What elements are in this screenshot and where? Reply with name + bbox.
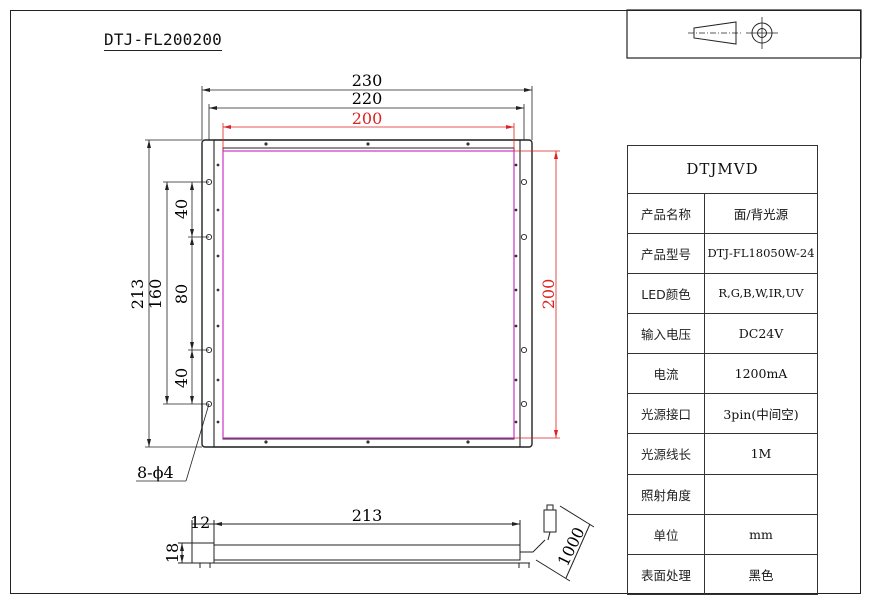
spec-label: 产品型号: [627, 232, 705, 274]
spec-label: 表面处理: [627, 553, 705, 596]
dim-emit-height: 200: [539, 279, 558, 310]
spec-value: [704, 473, 818, 515]
crosshair-circle-icon: [746, 17, 778, 49]
spec-value: DTJ-FL18050W-24: [704, 232, 818, 274]
spec-label: 输入电压: [627, 312, 705, 355]
spec-value: DC24V: [704, 312, 818, 355]
dim-seg-mid: 80: [172, 284, 191, 304]
hole-callout-leader: [136, 403, 210, 482]
spec-value: 3pin(中间空): [704, 393, 818, 435]
spec-row: 产品名称面/背光源: [627, 192, 818, 234]
dim-outer-height: 213: [128, 279, 147, 310]
spec-label: 照射角度: [627, 473, 705, 515]
front-view: [201, 139, 533, 448]
left-dim-arrows: [147, 140, 194, 447]
screws: [216, 142, 518, 444]
dim-seg-top: 40: [172, 199, 191, 219]
top-dimensions: [201, 86, 533, 151]
brand-name: DTJMVD: [627, 145, 818, 194]
spec-label: 光源线长: [627, 433, 705, 475]
spec-row: 表面处理黑色: [627, 553, 818, 596]
right-dimension: [514, 150, 560, 439]
spec-row: 照射角度: [627, 473, 818, 515]
hole-callout: 8-ϕ4: [137, 463, 174, 482]
dim-emit-width: 200: [352, 109, 383, 128]
spec-label: 光源接口: [627, 393, 705, 435]
dim-hole-span: 160: [146, 279, 165, 310]
spec-label: 产品名称: [627, 192, 705, 234]
left-dimensions: [145, 139, 209, 448]
emit-area: [222, 150, 515, 439]
spec-value: mm: [704, 513, 818, 555]
dim-side-length: 213: [352, 506, 383, 525]
spec-label: LED颜色: [627, 272, 705, 314]
dim-cable-length: 1000: [554, 524, 589, 569]
side-dim-arrows: [180, 522, 520, 563]
spec-label: 单位: [627, 513, 705, 555]
model-title: DTJ-FL200200: [104, 30, 222, 51]
dim-step: 12: [190, 513, 210, 532]
dim-frame-width: 220: [352, 89, 383, 108]
spec-value: 1M: [704, 433, 818, 475]
spec-value: 黑色: [704, 553, 818, 596]
cone-icon: [688, 21, 742, 45]
drawing-border: [10, 10, 861, 594]
spec-header-row: DTJMVD: [627, 145, 818, 194]
spec-value: 1200mA: [704, 353, 818, 395]
projection-symbol: [626, 9, 862, 59]
mounting-holes: [205, 178, 528, 408]
spec-value: 面/背光源: [704, 192, 818, 234]
side-view: [178, 504, 595, 582]
spec-value: R,G,B,W,IR,UV: [704, 272, 818, 314]
dim-seg-bot: 40: [172, 368, 191, 388]
dim-outer-width: 230: [352, 71, 383, 90]
spec-label: 电流: [627, 353, 705, 395]
dim-thickness: 18: [163, 543, 182, 563]
